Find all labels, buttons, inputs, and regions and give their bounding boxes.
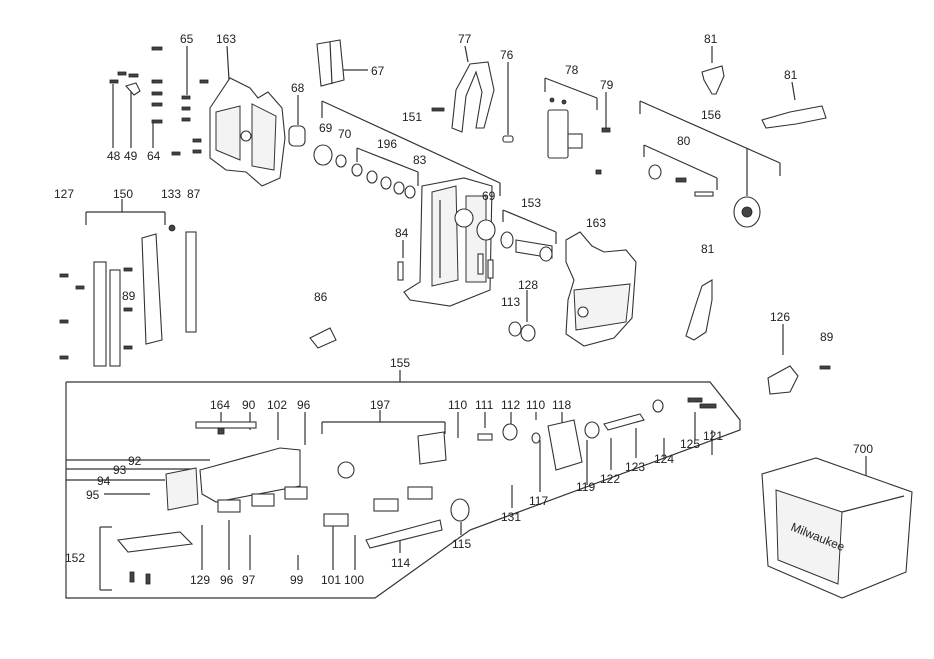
pin [502,135,514,143]
part-label: 150 [113,187,133,201]
part-label: 78 [565,63,579,77]
part-label: 49 [124,149,138,163]
part-label: 129 [190,573,210,587]
part-label: 128 [518,278,538,292]
bearing-right [476,219,496,241]
handle-loop [431,61,495,133]
part-label: 100 [344,573,364,587]
part-label: 127 [54,187,74,201]
part-label: 153 [521,196,541,210]
part-label: 113 [501,295,520,309]
knob-and-cap [508,321,536,342]
part-label: 197 [370,398,390,412]
housing-half-right [565,231,637,347]
leader-lines [65,45,867,599]
part-label: 123 [625,460,645,474]
screw-group-top-left [109,46,209,156]
part-label: 121 [703,429,723,443]
part-label: 69 [319,121,333,135]
part-label: 81 [701,242,715,256]
part-label: 101 [321,573,341,587]
lock-knob [767,365,831,395]
part-label: 115 [452,537,471,551]
part-label: 131 [501,510,521,524]
part-label: 196 [377,137,397,151]
part-label: 99 [290,573,304,587]
adjustment-knobs [685,65,827,341]
part-label: 118 [552,398,571,412]
part-label: 69 [482,189,496,203]
part-label: 64 [147,149,161,163]
part-label: 122 [600,472,620,486]
part-label: 89 [122,289,136,303]
part-label: 93 [113,463,127,477]
bevel-knob-parts [648,164,761,228]
small-screw [595,127,611,175]
part-label: 102 [267,398,287,412]
part-label: 152 [65,551,85,565]
part-label: 112 [501,398,520,412]
part-label: 80 [677,134,691,148]
part-label: 110 [448,398,467,412]
part-label: 89 [820,330,834,344]
part-label: 92 [128,454,142,468]
part-label: 124 [654,452,674,466]
drive-shaft [500,231,553,262]
part-label: 155 [390,356,410,370]
bushing [288,125,306,147]
part-label: 90 [242,398,256,412]
part-label: 97 [242,573,256,587]
part-label: 83 [413,153,427,167]
part-label: 111 [475,398,494,412]
part-label: 67 [371,64,385,78]
part-label: 86 [314,290,328,304]
carry-case: Milwaukee [761,457,913,599]
part-label: 133 [161,187,181,201]
part-label: 700 [853,442,873,456]
part-label: 96 [297,398,311,412]
part-label: 96 [220,573,234,587]
part-label: 81 [704,32,718,46]
part-label: 126 [770,310,790,324]
guide-pins [397,253,494,281]
part-label: 125 [680,437,700,451]
part-label: 48 [107,149,121,163]
part-label: 163 [216,32,236,46]
part-label: 156 [701,108,721,122]
main-body-frame [403,177,493,307]
part-label: 70 [338,127,352,141]
slider-clip [309,327,337,349]
part-label: 76 [500,48,514,62]
part-label: 119 [576,480,595,494]
part-label: 163 [586,216,606,230]
cover-plate [316,39,345,87]
part-label: 84 [395,226,409,240]
part-label: 81 [784,68,798,82]
part-label: 68 [291,81,305,95]
part-label: 164 [210,398,230,412]
part-labels: 65 163 67 77 76 81 78 79 81 68 151 156 6… [54,32,873,587]
switch-assembly [547,97,583,159]
part-label: 114 [391,556,410,570]
part-label: 87 [187,187,201,201]
part-label: 77 [458,32,472,46]
guide-rails [59,224,197,367]
part-label: 79 [600,78,614,92]
linear-drive-assembly [116,397,717,585]
bearings-and-washers [313,144,416,199]
part-label: 95 [86,488,100,502]
part-label: 110 [526,398,545,412]
housing-half-left [209,77,286,187]
part-label: 65 [180,32,194,46]
part-label: 151 [402,110,422,124]
part-label: 94 [97,474,111,488]
part-label: 117 [529,494,548,508]
